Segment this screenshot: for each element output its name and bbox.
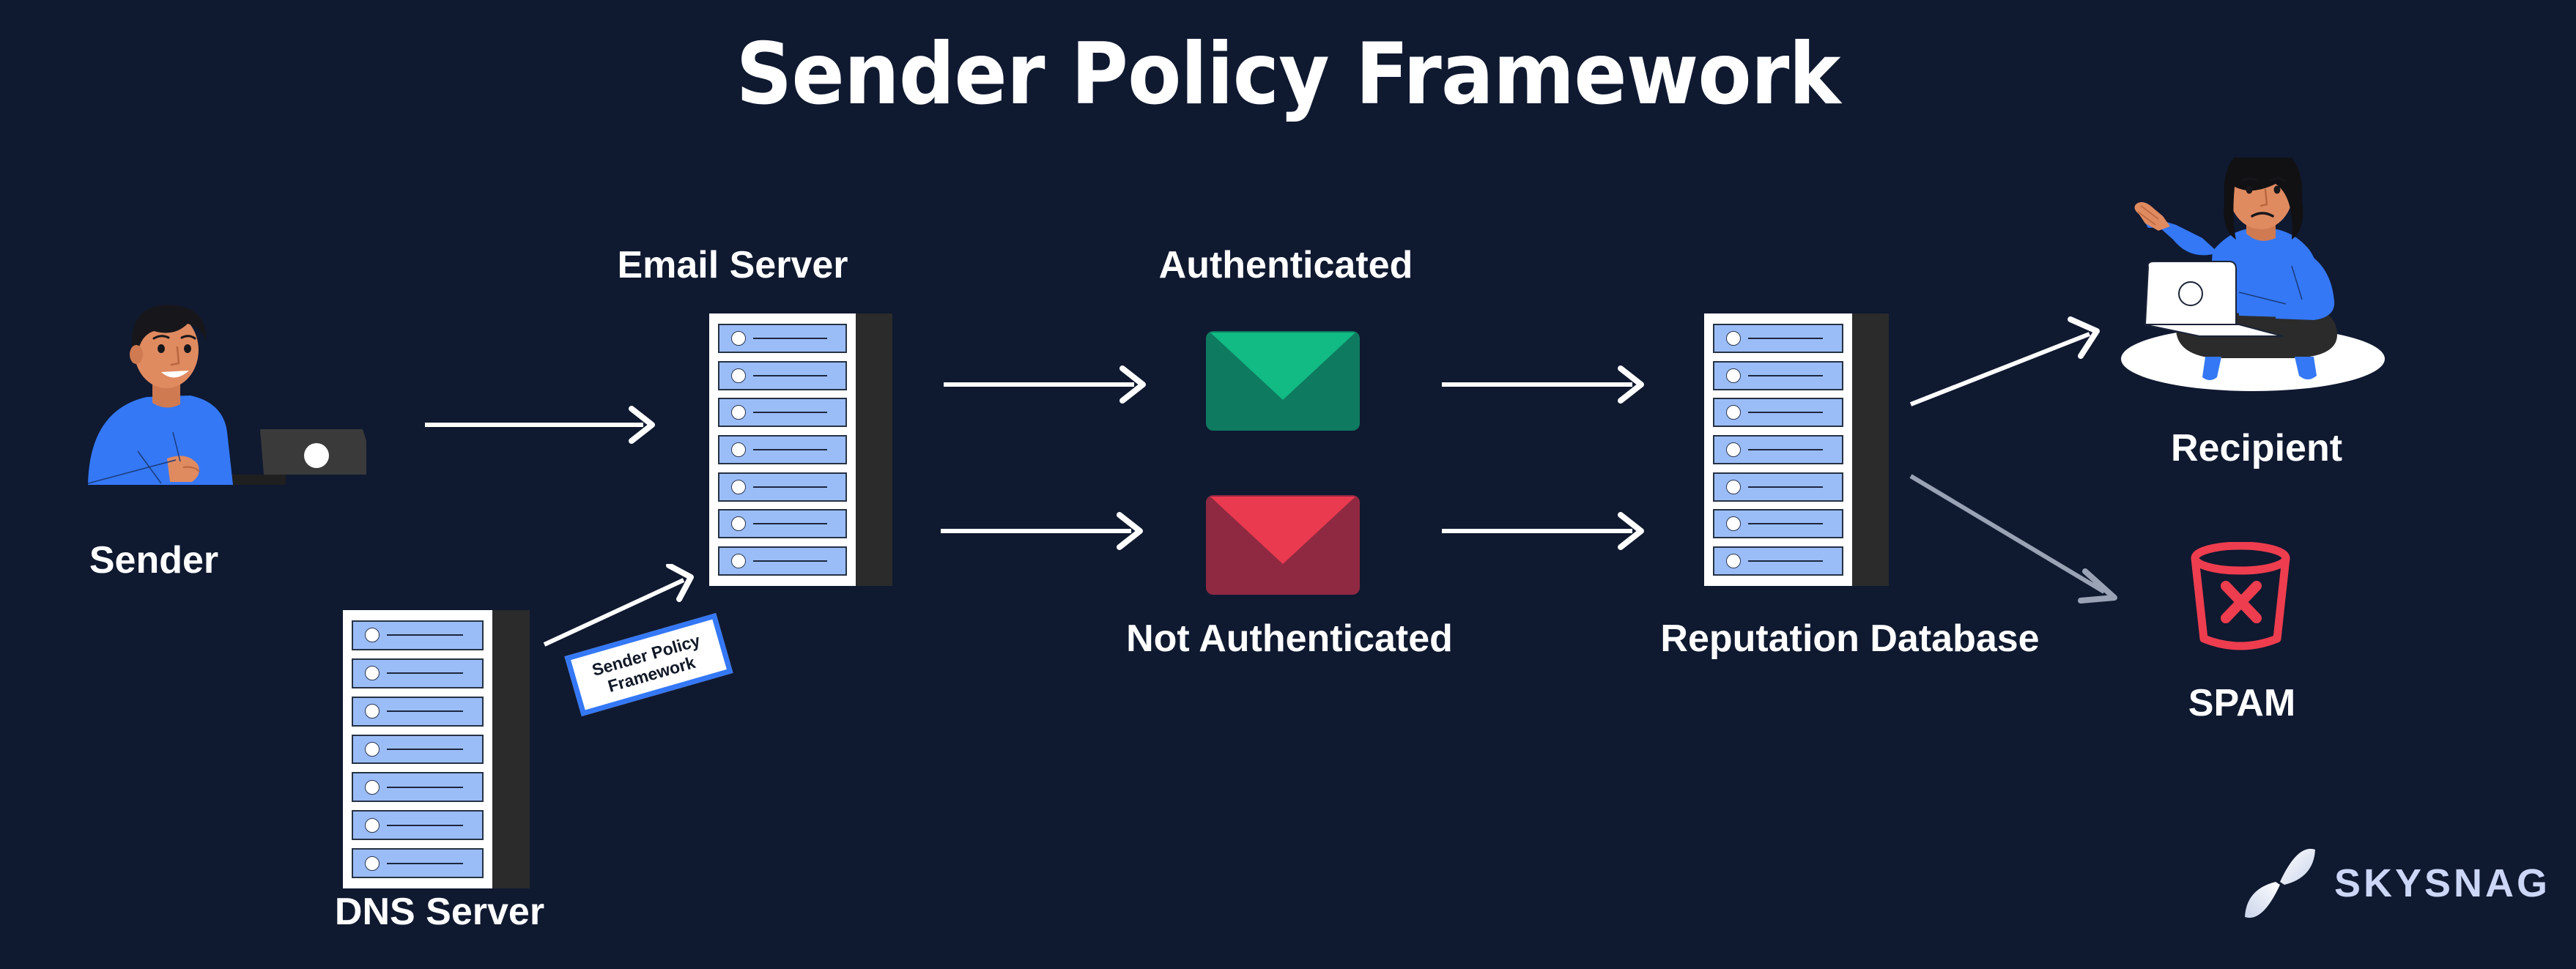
rack-body (709, 313, 856, 586)
rack-led-icon (1725, 479, 1741, 494)
rack-side-panel (484, 610, 530, 888)
rack-slot (352, 772, 484, 803)
rack-slot (718, 546, 847, 576)
arrow-reputation-db-to-recipient (1909, 316, 2100, 406)
rack-led-icon (1725, 516, 1741, 532)
rack-bar (387, 862, 464, 864)
rack-slot (1713, 472, 1843, 502)
sender-illustration (87, 305, 366, 485)
rack-bar (752, 374, 828, 376)
rack-bar (1747, 374, 1824, 376)
rack-slot (352, 734, 484, 765)
rack-led-icon (730, 553, 746, 568)
skysnag-wordmark: SKYSNAG (2334, 861, 2551, 905)
arrow-not-authenticated-to-reputation-db (1442, 512, 1644, 550)
rack-led-icon (365, 666, 380, 681)
spam-bin-icon (2191, 542, 2290, 650)
rack-bar (1747, 337, 1824, 339)
rack-led-icon (730, 479, 746, 494)
rack-slot (352, 696, 484, 727)
reputation-database-rack (1704, 313, 1889, 586)
rack-led-icon (1725, 553, 1741, 568)
rack-led-icon (365, 704, 380, 719)
skysnag-mark-icon (2245, 848, 2315, 918)
rack-bar (1747, 486, 1824, 488)
rack-slot (352, 848, 484, 878)
rack-bar (387, 786, 464, 788)
rack-bar (1747, 523, 1824, 525)
rack-led-icon (730, 442, 746, 457)
rack-led-icon (730, 516, 746, 532)
rack-led-icon (730, 330, 746, 346)
arrow-email-server-to-authenticated (944, 365, 1146, 404)
rack-led-icon (365, 741, 380, 757)
rack-bar (752, 560, 828, 562)
dns-server-rack (343, 610, 530, 888)
arrow-reputation-db-to-spam (1909, 474, 2117, 604)
arrow-dns-to-email-server (543, 564, 694, 647)
rack-bar (1747, 412, 1824, 414)
label-dns-server: DNS Server (334, 891, 545, 933)
rack-led-icon (730, 368, 746, 383)
rack-led-icon (1725, 442, 1741, 457)
recipient-illustration (2121, 157, 2385, 391)
rack-body (343, 610, 492, 888)
rack-bar (387, 672, 464, 675)
label-not-authenticated: Not Authenticated (1126, 617, 1453, 660)
rack-slot (718, 472, 847, 502)
rack-slot (352, 658, 484, 688)
page-title: Sender Policy Framework (736, 25, 1840, 124)
rack-bar (1747, 448, 1824, 450)
arrow-email-server-to-not-authenticated (941, 512, 1143, 550)
rack-slot (1713, 435, 1843, 464)
rack-slot (718, 360, 847, 390)
rack-led-icon (730, 405, 746, 420)
rack-bar (387, 748, 464, 750)
rack-side-panel (848, 313, 892, 586)
rack-led-icon (1725, 330, 1741, 346)
rack-slot (1713, 546, 1843, 576)
rack-led-icon (365, 855, 380, 871)
rack-slot (1713, 324, 1843, 353)
label-email-server: Email Server (617, 244, 848, 286)
rack-bar (1747, 560, 1824, 562)
label-spam: SPAM (2188, 682, 2296, 724)
rack-led-icon (1725, 405, 1741, 420)
rack-slot (1713, 509, 1843, 539)
rack-led-icon (1725, 368, 1741, 383)
rack-slot (718, 324, 847, 353)
rack-slot (1713, 398, 1843, 428)
rack-slot (352, 810, 484, 841)
rack-bar (387, 710, 464, 713)
rack-led-icon (365, 779, 380, 795)
rack-bar (752, 448, 828, 450)
label-sender: Sender (89, 539, 219, 582)
envelope-not-authenticated-icon (1206, 495, 1360, 595)
rack-body (1704, 313, 1852, 586)
envelope-authenticated-icon (1206, 331, 1360, 431)
rack-slot (718, 398, 847, 428)
rack-led-icon (365, 628, 380, 643)
rack-bar (387, 634, 464, 636)
rack-slot (1713, 360, 1843, 390)
rack-bar (752, 523, 828, 525)
rack-side-panel (1844, 313, 1889, 586)
rack-slot (718, 435, 847, 464)
email-server-rack (709, 313, 892, 586)
rack-bar (752, 486, 828, 488)
arrow-sender-to-email-server (425, 406, 655, 444)
arrow-authenticated-to-reputation-db (1442, 365, 1644, 404)
label-recipient: Recipient (2170, 427, 2343, 469)
rack-bar (752, 412, 828, 414)
rack-led-icon (365, 817, 380, 833)
rack-slot (718, 509, 847, 539)
rack-slot (352, 620, 484, 650)
label-authenticated: Authenticated (1158, 244, 1413, 286)
skysnag-logo: SKYSNAG (2242, 848, 2550, 918)
rack-bar (387, 824, 464, 826)
rack-bar (752, 337, 828, 339)
label-reputation-database: Reputation Database (1660, 617, 2040, 660)
